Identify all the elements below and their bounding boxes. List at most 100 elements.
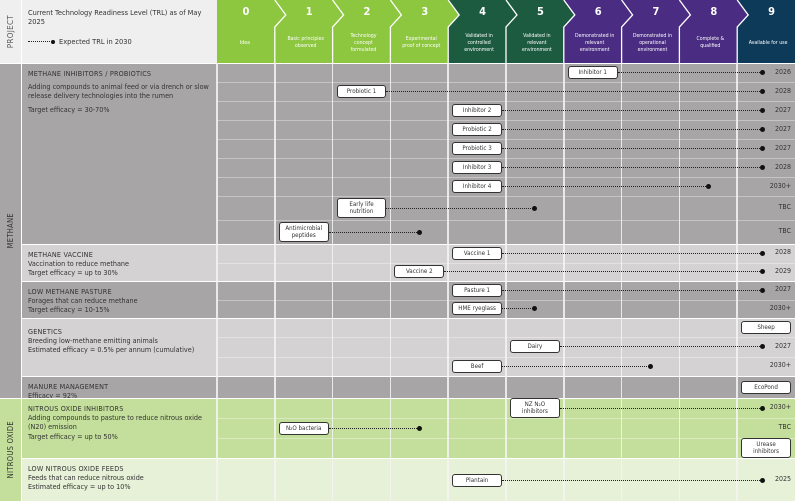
project-box[interactable]: EcoPond (741, 380, 791, 394)
expected-trl-dot-icon (532, 306, 538, 312)
project-box[interactable]: N₂O bacteria (278, 421, 329, 435)
expected-year: 2028 (774, 86, 791, 95)
expected-year: 2029 (774, 266, 791, 275)
expected-trl-line (502, 252, 763, 254)
stage-number: 9 (768, 5, 776, 18)
expected-year: 2028 (774, 248, 791, 257)
project-box[interactable]: Beef (452, 359, 502, 373)
section-description: METHANE INHIBITORS / PROBIOTICS Adding co… (28, 69, 213, 114)
section-line: Estimated efficacy = up to 10% (28, 482, 131, 492)
project-box[interactable]: HME ryeglass (452, 302, 502, 316)
expected-year: 2027 (774, 143, 791, 152)
project-box[interactable]: Inhibitor 4 (452, 180, 502, 193)
stage-number: 8 (710, 5, 718, 18)
stage-column-divider (216, 63, 218, 501)
expected-trl-dot-icon (759, 70, 765, 75)
project-box[interactable]: Plantain (452, 473, 502, 487)
expected-year: 2027 (774, 105, 791, 114)
project-column-header: PROJECT (0, 0, 22, 63)
project-box[interactable]: Probiotic 3 (452, 142, 502, 155)
stage-column-divider (389, 63, 392, 501)
stage-number: 6 (594, 5, 602, 18)
expected-trl-dot-icon (759, 165, 765, 170)
section-line: Efficacy = 92% (28, 391, 78, 401)
stage-label: Available for use (748, 39, 788, 46)
stage-column-divider (331, 63, 334, 501)
expected-trl-dot-icon (759, 344, 765, 350)
expected-trl-dot-icon (416, 425, 422, 431)
expected-trl-dot-icon (705, 184, 711, 189)
project-box[interactable]: Probiotic 1 (336, 85, 387, 98)
expected-trl-dot-icon (759, 477, 765, 483)
group-methane: METHANE (0, 63, 22, 398)
expected-trl-line (559, 346, 763, 348)
stage-label: Idea (239, 39, 250, 46)
section-title: GENETICS (28, 327, 63, 336)
expected-trl-dot-icon (759, 250, 765, 256)
expected-trl-dot-icon (759, 269, 765, 275)
trl-title: Current Technology Readiness Level (TRL)… (28, 8, 202, 26)
section-line: Adding compounds to animal feed or via d… (28, 82, 209, 101)
expected-year: 2026 (774, 67, 791, 76)
expected-trl-line (617, 72, 763, 73)
project-box[interactable]: Probiotic 2 (452, 123, 502, 136)
section-line: Feeds that can reduce nitrous oxide (28, 473, 144, 483)
stage-label: Validated in controlled environment (464, 32, 494, 53)
section-manure-management (22, 376, 795, 398)
stage-number: 5 (536, 5, 544, 18)
project-box[interactable]: Pasture 1 (452, 283, 502, 297)
stage-label: Basic principles observed (287, 36, 324, 49)
stage-number: 7 (652, 5, 660, 18)
project-label: PROJECT (6, 14, 15, 49)
stage-label: Demonstrated in relevant environment (575, 32, 615, 53)
project-box[interactable]: Urease inhibitors (741, 438, 791, 458)
project-box[interactable]: Vaccine 2 (394, 265, 445, 279)
expected-year: 2030+ (769, 403, 791, 411)
section-line: Target efficacy = up to 30% (28, 268, 118, 278)
expected-trl-dot-icon (759, 146, 765, 151)
expected-trl-line (502, 365, 651, 367)
project-box[interactable]: Early life nutrition (336, 198, 387, 218)
expected-trl-line (502, 186, 709, 187)
stage-number: 0 (242, 5, 250, 18)
expected-trl-line (502, 129, 763, 130)
expected-trl-line (502, 148, 763, 149)
group-nitrous-oxide: NITROUS OXIDE (0, 398, 22, 501)
expected-year: 2030+ (769, 303, 791, 312)
project-box[interactable]: Vaccine 1 (452, 246, 502, 260)
expected-year: 2030+ (769, 181, 791, 190)
stage-label: Technology concept formulated (350, 32, 377, 53)
project-box[interactable]: Dairy (510, 340, 560, 354)
expected-trl-dot-icon (532, 205, 538, 211)
project-box[interactable]: Inhibitor 2 (452, 104, 502, 117)
project-box[interactable]: Inhibitor 3 (452, 161, 502, 174)
expected-year: 2027 (774, 341, 791, 350)
expected-trl-line (502, 110, 763, 111)
expected-trl-line (502, 289, 763, 291)
section-line: Breeding low-methane emitting animals (28, 336, 158, 346)
header-left-panel (0, 0, 217, 63)
section-line: Vaccination to reduce methane (28, 259, 129, 269)
stage-label: Complete & qualified (696, 36, 725, 49)
stage-column-divider (505, 63, 507, 501)
group-label: METHANE (6, 213, 15, 249)
stage-number: 3 (421, 5, 429, 18)
section-title: METHANE INHIBITORS / PROBIOTICS (28, 69, 152, 78)
project-box[interactable]: Sheep (741, 321, 791, 335)
stage-label: Demonstrated in operational environment (632, 32, 673, 53)
stage-label: Validated in relevant environment (522, 32, 552, 53)
expected-trl-line (386, 91, 763, 92)
project-box[interactable]: NZ N₂O inhibitors (510, 398, 560, 418)
project-box[interactable]: Antimicrobial peptides (278, 222, 329, 242)
section-title: MANURE MANAGEMENT (28, 382, 109, 391)
project-box[interactable]: Inhibitor 1 (567, 66, 618, 79)
expected-year: TBC (778, 203, 791, 211)
